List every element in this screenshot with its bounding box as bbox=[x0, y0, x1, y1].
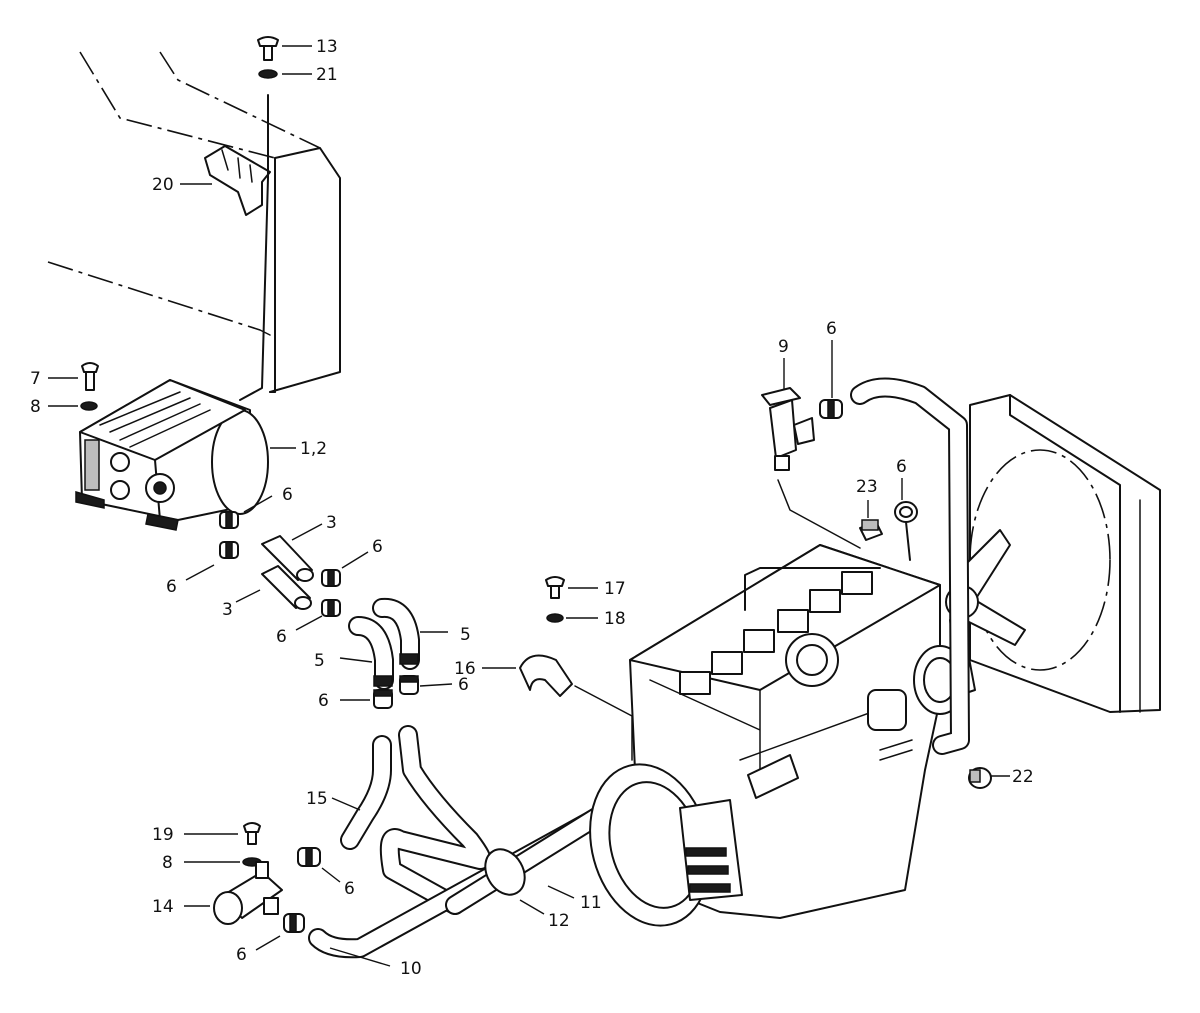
callout-5-right: 5 bbox=[460, 625, 471, 645]
elbow-5-right bbox=[372, 597, 420, 670]
callout-13: 13 bbox=[316, 37, 338, 57]
clamp-6-h bbox=[283, 913, 305, 933]
pipe-clamp-16 bbox=[519, 654, 573, 697]
return-hose bbox=[850, 377, 970, 755]
callout-21: 21 bbox=[316, 65, 338, 85]
clamp-6-d bbox=[321, 599, 341, 617]
clamp-6-i bbox=[819, 399, 843, 419]
leader-lines bbox=[48, 45, 1010, 967]
hose-10 bbox=[308, 800, 620, 959]
callout-16: 16 bbox=[454, 659, 476, 679]
washer-8-upper bbox=[80, 401, 98, 411]
bracket-20 bbox=[204, 94, 271, 401]
callout-6-f: 6 bbox=[458, 675, 469, 695]
plug-22 bbox=[968, 767, 992, 789]
bolt-19 bbox=[243, 822, 261, 845]
callout-17: 17 bbox=[604, 579, 626, 599]
washer-21 bbox=[258, 69, 278, 79]
hose-3-upper bbox=[261, 535, 314, 582]
clamp-6-b bbox=[219, 541, 239, 559]
bolt-7 bbox=[81, 362, 99, 391]
callout-22: 22 bbox=[1012, 767, 1034, 787]
callout-14: 14 bbox=[152, 897, 174, 917]
callout-19: 19 bbox=[152, 825, 174, 845]
callout-7: 7 bbox=[30, 369, 41, 389]
callout-6-b: 6 bbox=[372, 537, 383, 557]
callout-9: 9 bbox=[778, 337, 789, 357]
callout-23: 23 bbox=[856, 477, 878, 497]
callout-20: 20 bbox=[152, 175, 174, 195]
callout-6-i: 6 bbox=[826, 319, 837, 339]
drain-tap-9 bbox=[761, 387, 815, 471]
washer-18 bbox=[546, 613, 564, 623]
callout-6-h: 6 bbox=[236, 945, 247, 965]
callout-6-d: 6 bbox=[276, 627, 287, 647]
callout-8-lower: 8 bbox=[162, 853, 173, 873]
tee-fitting-14 bbox=[213, 861, 283, 925]
bolt-13 bbox=[257, 36, 279, 61]
callout-12: 12 bbox=[548, 911, 570, 931]
clamp-6-a bbox=[219, 511, 239, 529]
plug-23 bbox=[859, 519, 883, 541]
bolt-17 bbox=[545, 576, 565, 599]
clamp-6-j bbox=[894, 501, 918, 561]
cab-panel-outline bbox=[47, 51, 341, 393]
flywheel-housing bbox=[589, 763, 743, 927]
callout-6-g: 6 bbox=[344, 879, 355, 899]
callout-6-e: 6 bbox=[318, 691, 329, 711]
callout-10: 10 bbox=[400, 959, 422, 979]
clamp-6-g bbox=[297, 847, 321, 867]
callout-11: 11 bbox=[580, 893, 602, 913]
callout-6-c: 6 bbox=[166, 577, 177, 597]
callout-3-upper: 3 bbox=[326, 513, 337, 533]
callout-8-upper: 8 bbox=[30, 397, 41, 417]
clamp-6-c bbox=[321, 569, 341, 587]
elbow-5-left bbox=[348, 616, 394, 690]
sleeve-12 bbox=[484, 848, 526, 896]
callout-18: 18 bbox=[604, 609, 626, 629]
clamp-6-f bbox=[399, 675, 419, 695]
hose-15 bbox=[340, 735, 392, 850]
clamp-6-e bbox=[373, 689, 393, 709]
hose-3-lower bbox=[261, 565, 312, 610]
callout-3-lower: 3 bbox=[222, 600, 233, 620]
callout-6-j: 6 bbox=[896, 457, 907, 477]
callout-labels: 13 21 20 7 8 1,2 6 3 6 6 3 6 5 5 6 6 15 … bbox=[30, 37, 1034, 979]
callout-5-left: 5 bbox=[314, 651, 325, 671]
callout-6-a: 6 bbox=[282, 485, 293, 505]
callout-1-2: 1,2 bbox=[300, 439, 327, 459]
heater-unit bbox=[75, 379, 269, 531]
hose-loop-middle bbox=[379, 725, 492, 915]
callout-15: 15 bbox=[306, 789, 328, 809]
